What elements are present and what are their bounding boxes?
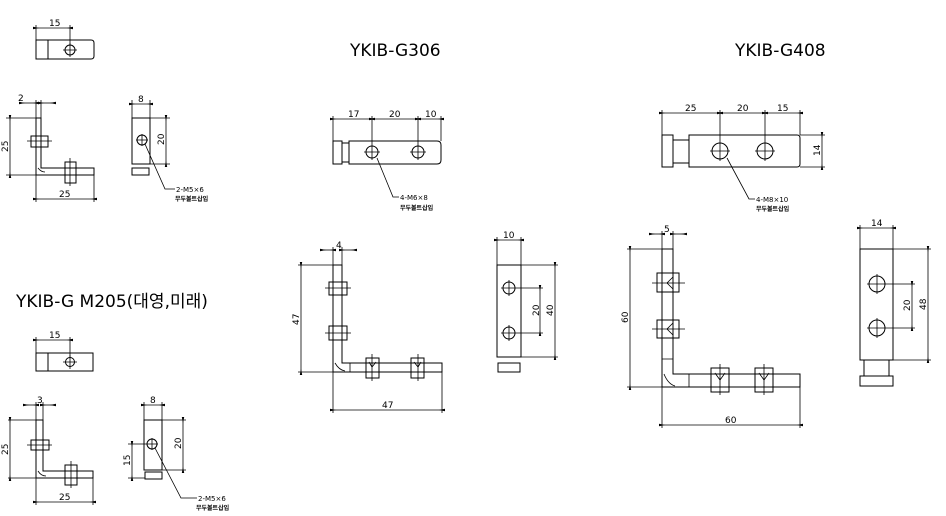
part-g306-front-view: 10 20 40 xyxy=(494,231,558,373)
dim-height: 25 xyxy=(1,141,11,152)
part-g408-side-view: 5 60 60 xyxy=(621,225,803,428)
dim-top: 15 xyxy=(49,19,60,29)
dim-width: 14 xyxy=(871,219,883,229)
part-a-front-view: 8 20 2-M5×6 무두볼트삽입 xyxy=(129,95,208,203)
callout: 2-M5×6 xyxy=(176,186,204,194)
dim-length: 25 xyxy=(59,190,70,200)
dim-width: 10 xyxy=(503,231,515,241)
dim-top-height: 14 xyxy=(813,144,823,156)
part-m205-side-view: 3 25 25 xyxy=(1,396,96,505)
part-g408-front-view: 14 20 48 xyxy=(857,219,931,387)
title-g306: YKIB-G306 xyxy=(349,41,441,61)
dim-body: 48 xyxy=(919,298,929,310)
dim-thickness: 3 xyxy=(37,396,43,406)
dim-width: 8 xyxy=(150,396,156,406)
dim-top: 15 xyxy=(49,331,60,341)
part-g408-top-view: 25 20 15 14 4-M8×10 무두볼트삽입 xyxy=(659,104,825,213)
dim-height: 47 xyxy=(292,314,302,325)
part-a-side-view: 2 25 25 xyxy=(1,94,97,202)
dim-hole: 20 xyxy=(174,437,184,449)
note: 무두볼트삽입 xyxy=(756,205,789,213)
part-m205-top-view: 15 xyxy=(33,331,94,372)
dim-height: 60 xyxy=(621,311,631,323)
dim-width: 8 xyxy=(138,95,144,105)
callout: 4-M8×10 xyxy=(756,196,788,204)
title-m205: YKIB-G M205(대영,미래) xyxy=(15,292,208,312)
part-m205-front-view: 8 20 15 2-M5×6 무두볼트삽입 xyxy=(123,396,229,512)
note: 무두볼트삽입 xyxy=(196,504,229,512)
callout: 2-M5×6 xyxy=(198,495,226,503)
dim-hole: 20 xyxy=(157,133,167,145)
dim-pitch: 20 xyxy=(903,299,913,311)
dim-top-3: 15 xyxy=(777,104,788,114)
dim-body: 40 xyxy=(546,304,556,316)
dim-length: 60 xyxy=(725,416,737,426)
dim-length: 47 xyxy=(382,401,393,411)
dim-height: 25 xyxy=(1,444,11,455)
part-g306-side-view: 4 47 47 xyxy=(292,241,445,413)
part-a-top-view: 15 xyxy=(33,19,95,60)
dim-offset: 15 xyxy=(123,455,133,466)
dim-length: 25 xyxy=(59,493,70,503)
dim-top-2: 20 xyxy=(737,104,749,114)
title-g408: YKIB-G408 xyxy=(734,41,826,61)
dim-thickness: 4 xyxy=(336,241,342,251)
dim-pitch: 20 xyxy=(532,304,542,316)
dim-top-2: 20 xyxy=(389,110,401,120)
dim-top-3: 10 xyxy=(425,110,437,120)
callout: 4-M6×8 xyxy=(400,194,428,202)
part-g306-top-view: 17 20 10 4-M6×8 무두볼트삽입 xyxy=(330,110,444,212)
dim-top-1: 17 xyxy=(348,110,359,120)
dim-top-1: 25 xyxy=(685,104,696,114)
dim-thickness: 5 xyxy=(664,225,670,235)
note: 무두볼트삽입 xyxy=(400,204,433,212)
note: 무두볼트삽입 xyxy=(175,195,208,203)
dim-thickness: 2 xyxy=(18,94,24,104)
